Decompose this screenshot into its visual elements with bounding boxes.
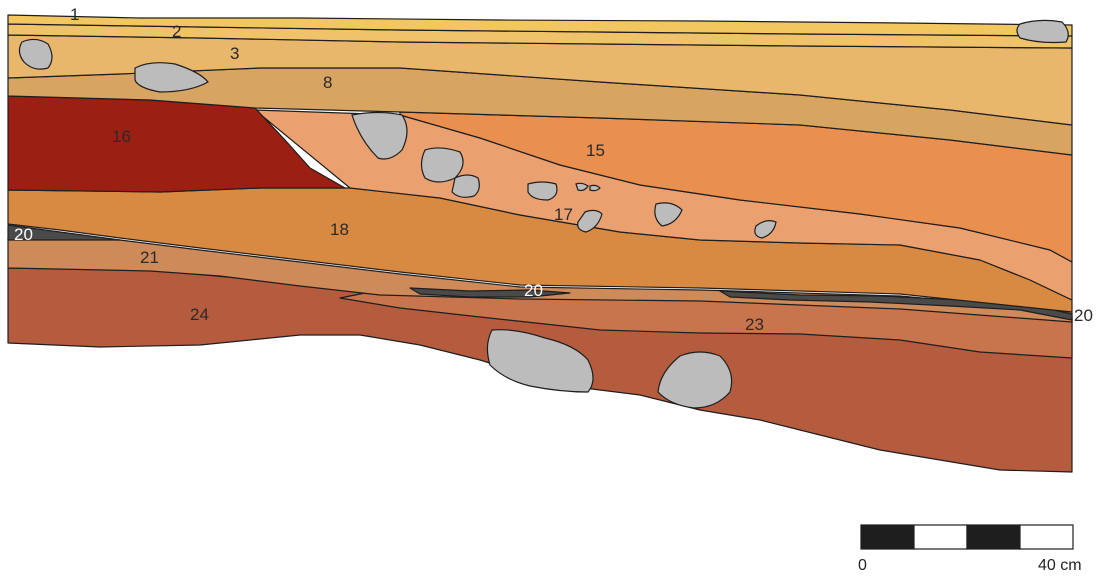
label-layer-23: 23 xyxy=(745,315,764,334)
scale-segment-4 xyxy=(1020,525,1073,549)
scale-start-label: 0 xyxy=(858,557,867,574)
label-layer-18: 18 xyxy=(330,220,349,239)
scale-segment-3 xyxy=(967,525,1020,549)
label-layer-8: 8 xyxy=(323,73,332,92)
stone xyxy=(1017,20,1068,42)
scale-bar: 0 40 cm xyxy=(858,525,1082,574)
scale-end-label: 40 cm xyxy=(1038,557,1082,574)
stone xyxy=(590,185,600,190)
label-layer-20-left: 20 xyxy=(14,225,33,244)
label-layer-20-mid: 20 xyxy=(524,281,543,300)
label-layer-15: 15 xyxy=(586,141,605,160)
layer-16 xyxy=(8,96,345,192)
label-layer-3: 3 xyxy=(230,44,239,63)
label-layer-24: 24 xyxy=(190,305,209,324)
label-layer-16: 16 xyxy=(112,127,131,146)
label-layer-21: 21 xyxy=(140,248,159,267)
scale-segment-2 xyxy=(914,525,967,549)
stone xyxy=(528,182,557,200)
stone xyxy=(452,175,479,197)
label-layer-20-right: 20 xyxy=(1074,306,1093,325)
label-layer-17: 17 xyxy=(554,205,573,224)
label-layer-1: 1 xyxy=(70,5,79,24)
label-layer-2: 2 xyxy=(172,22,181,41)
scale-segment-1 xyxy=(861,525,914,549)
